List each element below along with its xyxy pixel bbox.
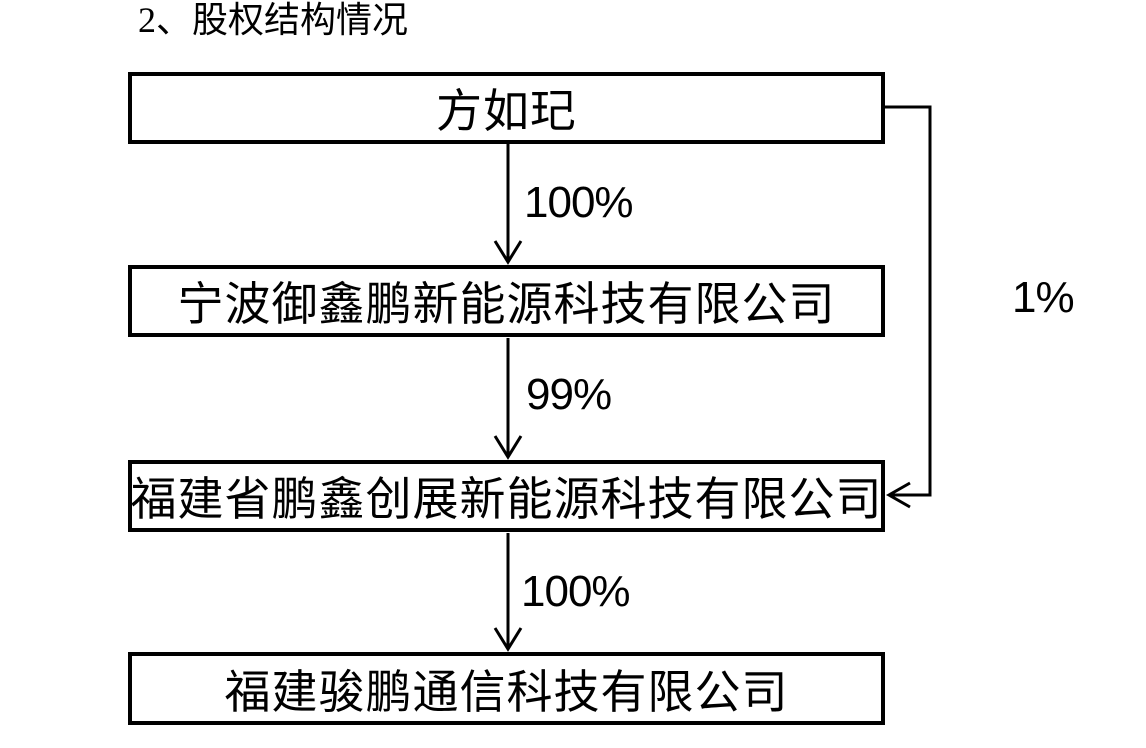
edge-label-99pct: 99% [526,370,612,419]
section-title: 2、股权结构情况 [138,0,409,40]
node-fujian-junpeng: 福建骏鹏通信科技有限公司 [128,652,885,725]
arrow-down-icon-2 [493,338,523,460]
side-connector-arrow-icon [885,105,932,509]
node-fang-ruqi: 方如玘 [128,72,885,144]
edge-label-100pct-bottom: 100% [521,567,631,616]
node-fujian-pengxin-chuangzhan: 福建省鹏鑫创展新能源科技有限公司 [128,460,885,532]
edge-label-1pct: 1% [1012,273,1075,322]
arrow-down-icon-3 [493,533,523,652]
edge-label-100pct-top: 100% [524,178,634,227]
arrow-down-icon-1 [493,144,523,265]
node-ningbo-yuxinpeng: 宁波御鑫鹏新能源科技有限公司 [128,265,885,337]
